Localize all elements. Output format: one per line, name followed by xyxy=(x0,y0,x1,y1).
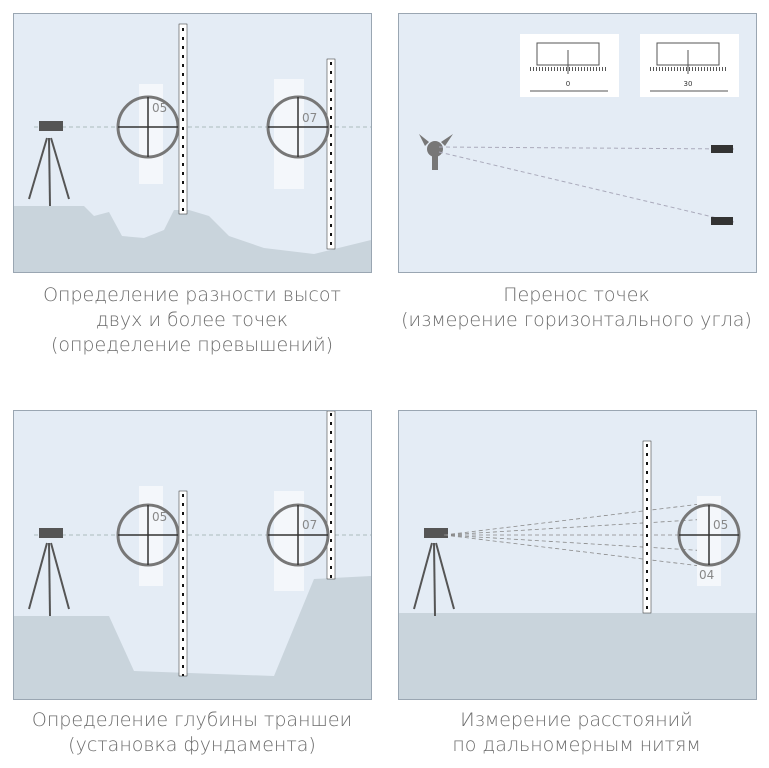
caption-point-transfer: Перенос точек (измерение горизонтального… xyxy=(384,283,769,333)
caption-line: двух и более точек xyxy=(95,309,289,331)
caption-line: Определение разности высот xyxy=(43,284,341,306)
point-transfer-illustration: 0 30 xyxy=(419,34,739,225)
ground xyxy=(14,576,371,699)
distance-measurement-illustration: 05 04 xyxy=(399,440,756,699)
trench-depth-illustration: 05 07 xyxy=(14,411,371,699)
scale-box-30: 30 xyxy=(640,34,739,97)
ground xyxy=(399,613,756,699)
svg-text:05: 05 xyxy=(152,101,167,115)
target-staff-2 xyxy=(711,217,733,225)
target-staff-1 xyxy=(711,145,733,153)
ground xyxy=(14,206,371,272)
svg-text:05: 05 xyxy=(713,518,728,532)
height-difference-illustration: 05 07 xyxy=(14,23,371,272)
svg-text:07: 07 xyxy=(302,111,317,125)
caption-line: Перенос точек xyxy=(503,284,650,306)
level-tripod-icon xyxy=(28,121,70,207)
caption-distance-measurement: Измерение расстояний по дальномерным нит… xyxy=(384,708,769,758)
caption-trench-depth: Определение глубины траншеи (установка ф… xyxy=(0,708,384,758)
svg-text:05: 05 xyxy=(152,510,167,524)
caption-line: (измерение горизонтального угла) xyxy=(401,309,752,331)
svg-text:07: 07 xyxy=(302,518,317,532)
caption-line: (установка фундамента) xyxy=(68,734,316,756)
svg-text:04: 04 xyxy=(699,568,714,582)
caption-line: Определение глубины траншеи xyxy=(31,709,353,731)
svg-text:30: 30 xyxy=(684,80,693,88)
caption-line: Измерение расстояний xyxy=(460,709,693,731)
svg-text:0: 0 xyxy=(566,80,570,88)
panel-height-difference: 05 07 xyxy=(13,13,372,273)
scale-box-0: 0 xyxy=(520,34,619,97)
panel-point-transfer: 0 30 xyxy=(398,13,757,273)
caption-height-difference: Определение разности высот двух и более … xyxy=(0,283,384,358)
caption-line: по дальномерным нитям xyxy=(452,734,701,756)
caption-line: (определение превышений) xyxy=(50,334,334,356)
theodolite-top-view-icon xyxy=(419,134,453,170)
panel-trench-depth: 05 07 xyxy=(13,410,372,700)
panel-distance-measurement: 05 04 xyxy=(398,410,757,700)
